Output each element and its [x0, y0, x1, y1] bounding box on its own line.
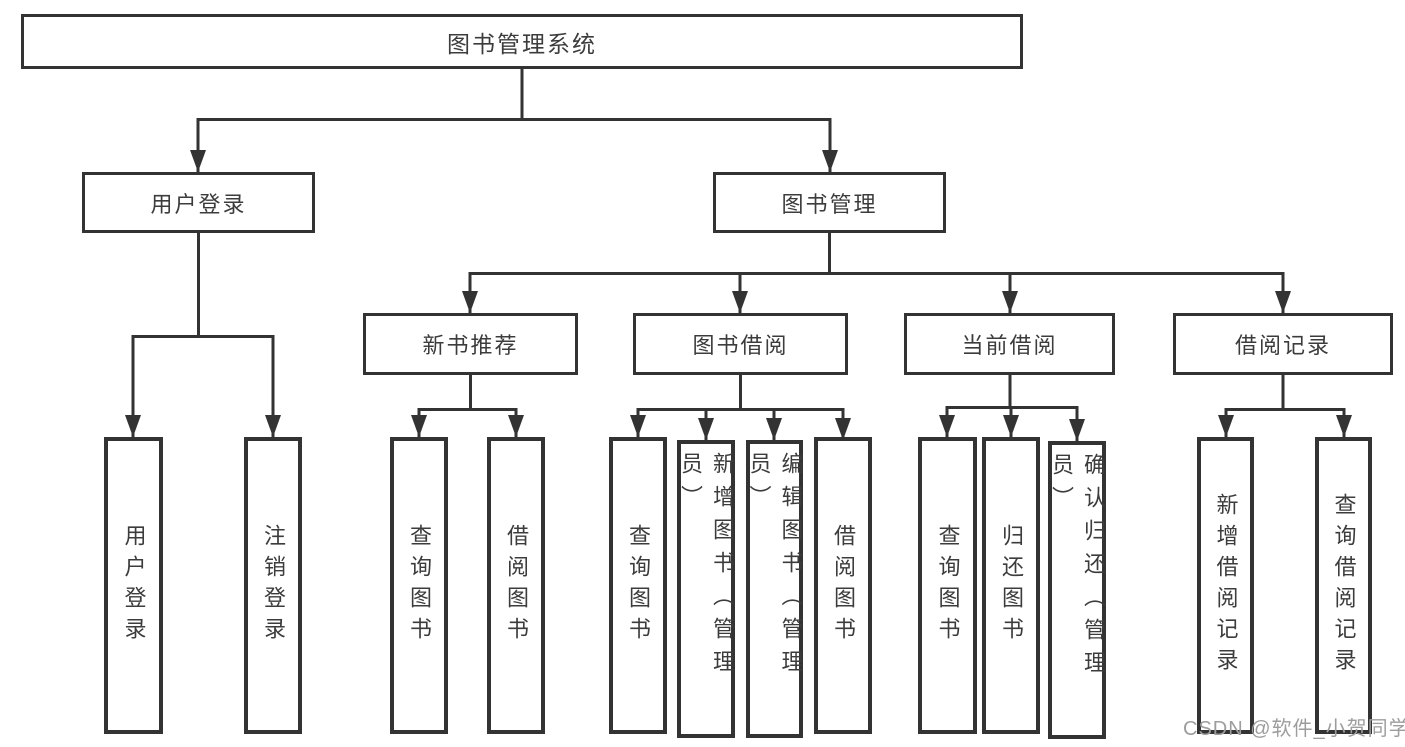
node-label: 确认归还（管理员） [1049, 453, 1106, 684]
arrow-down-icon [1336, 415, 1352, 437]
edge-userlogin-branch [131, 335, 275, 437]
node-label: 查询图书 [935, 523, 961, 648]
node-label: 图书借阅 [692, 333, 789, 358]
node-label: 借阅图书 [831, 523, 856, 648]
connector-edges [131, 68, 1346, 441]
arrow-down-icon [1275, 291, 1291, 313]
arrow-down-icon [766, 418, 782, 440]
node-library-system: 图书管理系统 [21, 14, 1023, 69]
node-label: 图书管理系统 [447, 30, 597, 57]
node-label: 归还图书 [999, 523, 1024, 648]
node-leaf-edit-book-admin: 编辑图书（管理员） [746, 440, 804, 738]
node-label: 新增借阅记录 [1213, 492, 1239, 679]
node-label: 借阅记录 [1234, 333, 1331, 358]
node-label: 新书推荐 [422, 333, 519, 358]
node-leaf-confirm-return-admin: 确认归还（管理员） [1048, 441, 1106, 739]
node-label: 注销登录 [261, 523, 286, 648]
arrow-down-icon [508, 415, 524, 437]
node-leaf-borrow-books-1: 借阅图书 [487, 437, 545, 734]
node-leaf-borrow-books-2: 借阅图书 [814, 437, 872, 734]
node-leaf-user-login: 用户登录 [104, 437, 163, 734]
node-user-login: 用户登录 [82, 172, 315, 233]
arrow-down-icon [1003, 415, 1019, 437]
node-leaf-logout: 注销登录 [244, 437, 302, 734]
node-label: 图书管理 [781, 191, 878, 217]
node-label: 新增图书（管理员） [678, 452, 735, 683]
edge-records-branch [1224, 408, 1346, 437]
node-label: 当前借阅 [961, 333, 1058, 358]
arrow-down-icon [698, 418, 714, 440]
edge-currentborrow-branch [945, 406, 1079, 441]
node-leaf-query-books-3: 查询图书 [918, 437, 977, 734]
edge-root-branch [196, 118, 832, 172]
arrow-down-icon [939, 415, 955, 437]
arrow-down-icon [822, 150, 838, 172]
arrow-down-icon [190, 150, 206, 172]
node-label: 查询图书 [407, 523, 432, 648]
node-leaf-query-books-1: 查询图书 [390, 437, 448, 734]
node-leaf-return-book: 归还图书 [982, 437, 1040, 734]
csdn-watermark: CSDN @软件_小贺同学 [1183, 718, 1405, 740]
node-leaf-query-borrow-record: 查询借阅记录 [1315, 437, 1372, 734]
node-leaf-query-books-2: 查询图书 [609, 437, 667, 734]
arrow-down-icon [411, 415, 427, 437]
node-current-borrow: 当前借阅 [904, 313, 1115, 375]
arrow-down-icon [630, 415, 646, 437]
edge-bookmgmt-branch [468, 272, 1285, 313]
node-label: 编辑图书（管理员） [746, 452, 804, 683]
node-label: 借阅图书 [504, 523, 529, 648]
node-book-management: 图书管理 [713, 172, 946, 233]
edge-newbook-branch [417, 408, 518, 437]
node-label: 用户登录 [150, 191, 247, 217]
node-label: 用户登录 [121, 523, 147, 648]
node-borrow-records: 借阅记录 [1173, 313, 1393, 375]
node-leaf-add-borrow-record: 新增借阅记录 [1197, 437, 1254, 734]
arrow-down-icon [265, 415, 281, 437]
arrow-down-icon [732, 291, 748, 313]
node-leaf-add-book-admin: 新增图书（管理员） [677, 440, 735, 738]
node-label: 查询借阅记录 [1331, 492, 1357, 679]
arrow-down-icon [462, 291, 478, 313]
arrow-down-icon [1069, 419, 1085, 441]
arrow-down-icon [125, 415, 141, 437]
arrow-down-icon [1218, 415, 1234, 437]
arrow-down-icon [1002, 291, 1018, 313]
node-new-book-recommend: 新书推荐 [363, 313, 578, 375]
edge-bookborrow-branch [636, 408, 845, 440]
node-book-borrow: 图书借阅 [633, 313, 848, 375]
node-label: 查询图书 [626, 523, 651, 648]
